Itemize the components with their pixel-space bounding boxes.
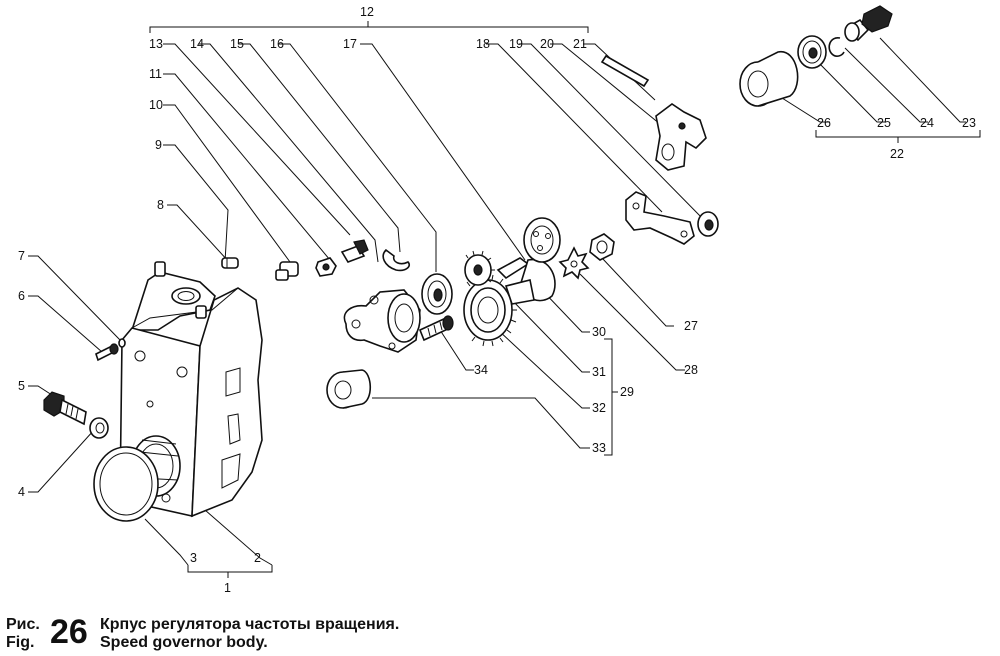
callout-10: 10 [149,98,163,112]
callout-34: 34 [474,363,488,377]
bolt-part-5 [43,391,87,426]
gear-part-31 [464,250,495,286]
pin-part-8 [221,257,239,269]
callout-7: 7 [18,249,25,263]
callout-16: 16 [270,37,284,51]
gear-part-32 [463,274,517,347]
caption-prefix-ru: Рис. [6,616,40,633]
bolt-part-11 [340,239,369,263]
flange-bushing [343,289,421,353]
callout-22: 22 [890,147,904,161]
callout-20: 20 [540,37,554,51]
callout-24: 24 [920,116,934,130]
bracket-1 [187,565,273,578]
bearing-part-25 [797,35,827,69]
star-wheel-part-28 [558,246,590,280]
sleeve-part-26 [739,51,799,107]
callout-23: 23 [962,116,976,130]
figure-caption: Рис. Fig. 26 Крпус регулятора частоты вр… [6,612,706,654]
callout-13: 13 [149,37,163,51]
exploded-view-diagram: 12 13 14 15 16 17 18 19 20 21 11 10 9 8 … [18,5,981,595]
callout-15: 15 [230,37,244,51]
callout-28: 28 [684,363,698,377]
leader-lines [28,37,966,566]
callout-11: 11 [149,67,162,81]
snap-ring-part-24 [828,37,845,57]
bracket-12 [149,21,589,33]
bracket-22 [815,130,981,143]
hex-nut-part-27 [589,233,615,261]
washer-part-4 [89,417,109,439]
callout-19: 19 [509,37,523,51]
caption-prefix-en: Fig. [6,634,35,651]
figure-number: 26 [50,613,88,651]
callout-31: 31 [592,365,606,379]
seal-ring-part-3 [93,446,159,522]
callout-14: 14 [190,37,204,51]
callout-17: 17 [343,37,357,51]
screw-part-34 [418,315,454,342]
callout-labels: 12 13 14 15 16 17 18 19 20 21 11 10 9 8 … [18,5,976,595]
callout-8: 8 [157,198,164,212]
roller-part-19 [697,211,719,237]
pin-rod-part-21 [600,54,650,88]
callout-5: 5 [18,379,25,393]
callout-33: 33 [592,441,606,455]
callout-18: 18 [476,37,490,51]
bearing-part-16 [421,273,453,315]
callout-1: 1 [224,581,231,595]
callout-3: 3 [190,551,197,565]
caption-title-en: Speed governor body. [100,634,268,651]
bracket-29 [604,338,618,456]
callout-27: 27 [684,319,698,333]
callout-9: 9 [155,138,162,152]
callout-32: 32 [592,401,606,415]
callout-29: 29 [620,385,634,399]
lever-block-part-20 [655,103,707,171]
callout-26: 26 [817,116,831,130]
fitting-part-23 [844,5,893,42]
bushing-part-33 [326,369,372,409]
callout-25: 25 [877,116,891,130]
nut-part-10 [315,257,337,277]
screw-part-6 [95,343,119,362]
plug-part-7 [118,338,126,348]
clip-part-15 [382,248,411,272]
callout-30: 30 [592,325,606,339]
lever-part-18 [625,191,695,245]
flyweight-part-30 [496,217,561,305]
callout-6: 6 [18,289,25,303]
caption-title-ru: Крпус регулятора частоты вращения. [100,616,400,633]
callout-12: 12 [360,5,374,19]
callout-21: 21 [573,37,587,51]
callout-2: 2 [254,551,261,565]
screw-part-9 [275,261,299,281]
callout-4: 4 [18,485,25,499]
